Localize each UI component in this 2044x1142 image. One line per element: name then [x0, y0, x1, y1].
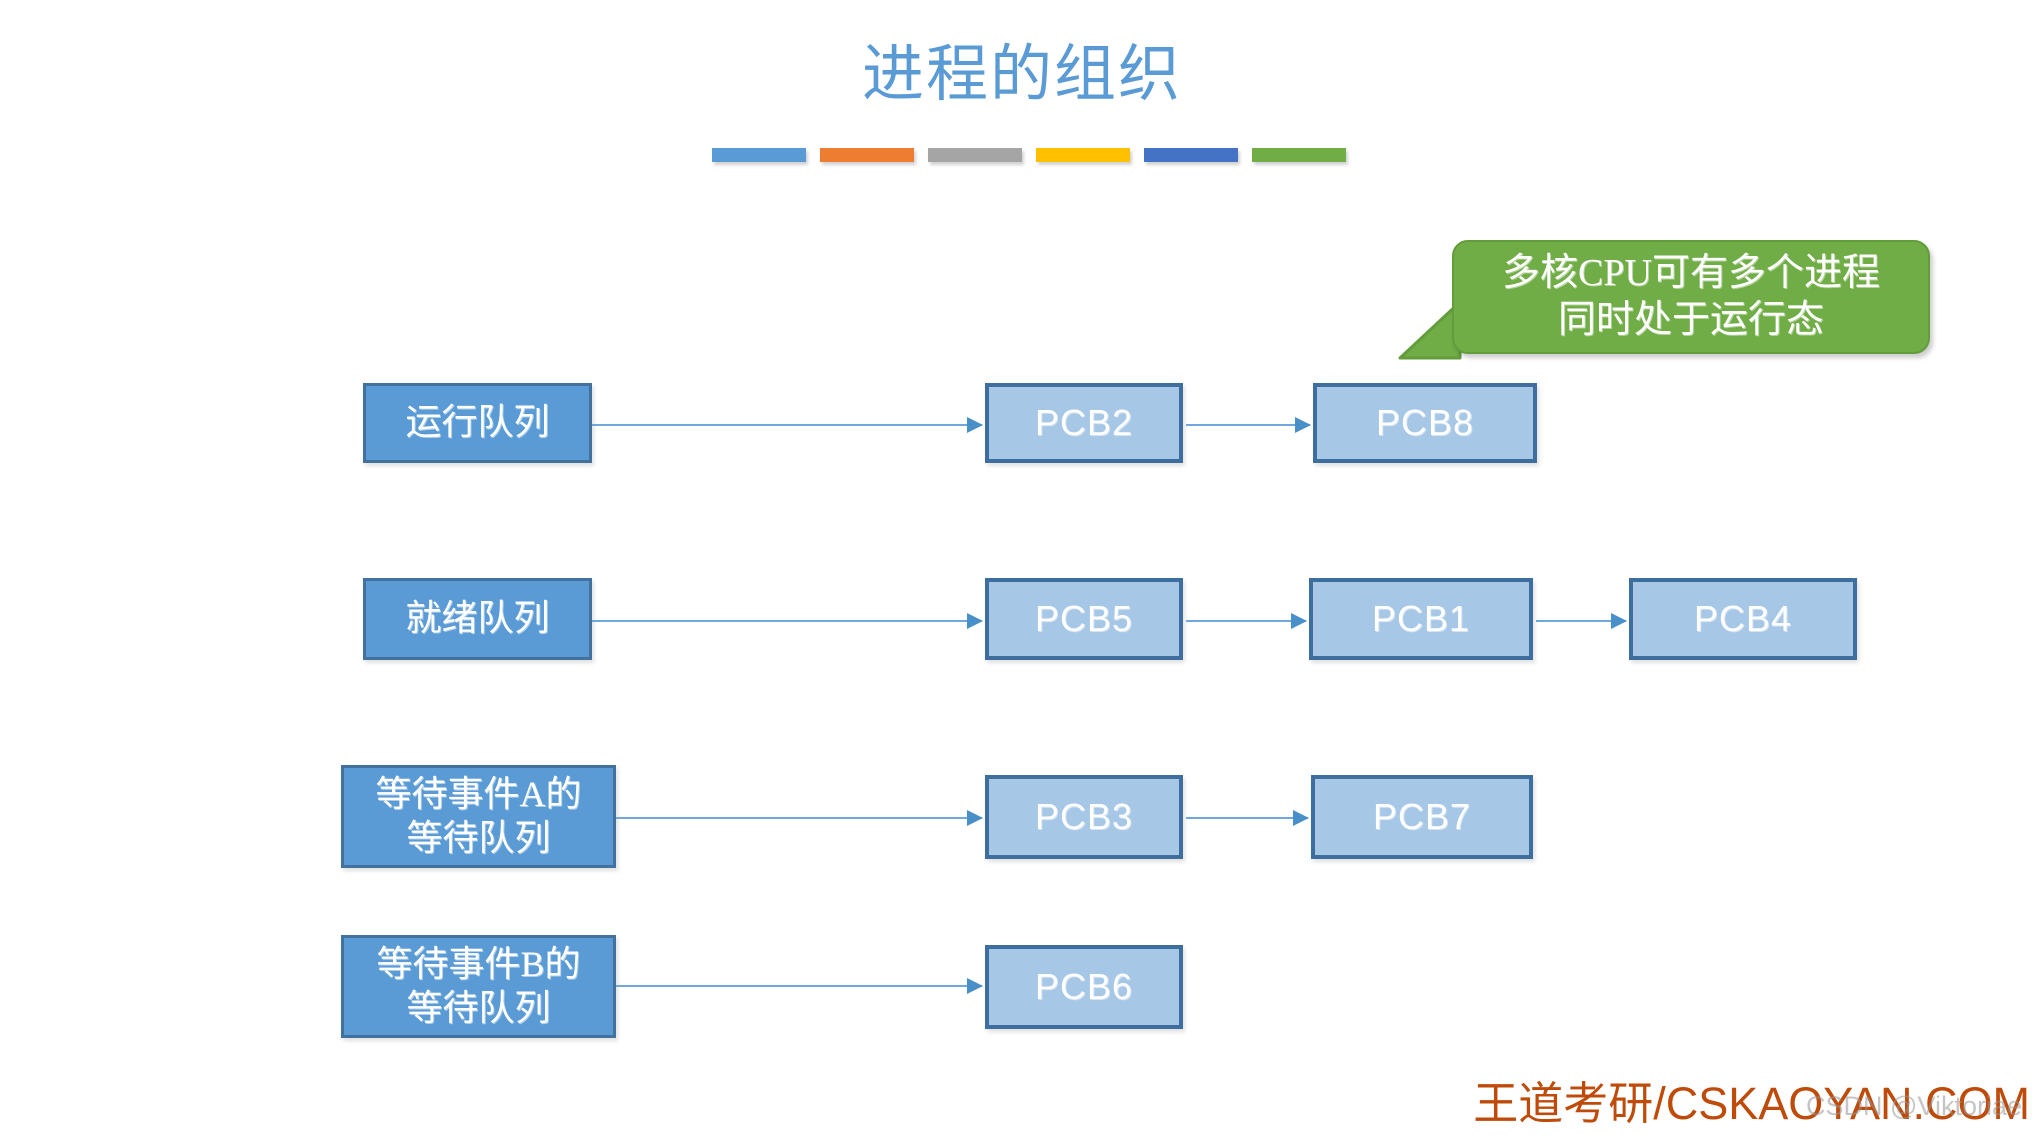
arrow-ready-to-pcb5	[592, 613, 983, 629]
accent-bar	[712, 148, 1346, 162]
pcb-box-pcb7[interactable]: PCB7	[1311, 775, 1533, 859]
accent-segment-orange	[820, 148, 914, 162]
accent-segment-darkblue	[1144, 148, 1238, 162]
accent-segment-yellow	[1036, 148, 1130, 162]
arrow-pcb1-to-pcb4	[1536, 613, 1627, 629]
pcb-box-pcb8[interactable]: PCB8	[1313, 383, 1537, 463]
queue-label-box-running[interactable]: 运行队列	[363, 383, 592, 463]
pcb-label: PCB8	[1375, 402, 1475, 443]
accent-segment-gray	[928, 148, 1022, 162]
accent-segment-blue	[712, 148, 806, 162]
queue-label-text: 等待事件A的 等待队列	[375, 773, 582, 858]
queue-label-box-wait-a[interactable]: 等待事件A的 等待队列	[341, 765, 616, 868]
accent-segment-green	[1252, 148, 1346, 162]
pcb-label: PCB3	[1034, 796, 1134, 837]
pcb-box-pcb4[interactable]: PCB4	[1629, 578, 1857, 660]
pcb-box-pcb5[interactable]: PCB5	[985, 578, 1183, 660]
csdn-watermark: CSDN @Viktoriae	[1806, 1091, 2022, 1121]
arrow-running-to-pcb2	[592, 417, 983, 433]
arrow-pcb5-to-pcb1	[1186, 613, 1307, 629]
arrow-pcb2-to-pcb8	[1186, 417, 1311, 433]
queue-label-text: 运行队列	[405, 402, 550, 443]
callout-bubble: 多核CPU可有多个进程 同时处于运行态	[1452, 240, 1930, 354]
queue-label-text: 等待事件B的 等待队列	[376, 943, 581, 1028]
queue-label-box-ready[interactable]: 就绪队列	[363, 578, 592, 660]
queue-label-box-wait-b[interactable]: 等待事件B的 等待队列	[341, 935, 616, 1038]
pcb-box-pcb3[interactable]: PCB3	[985, 775, 1183, 859]
arrow-wait-b-to-pcb6	[616, 978, 983, 994]
arrow-pcb3-to-pcb7	[1186, 810, 1309, 826]
pcb-box-pcb2[interactable]: PCB2	[985, 383, 1183, 463]
callout-text: 多核CPU可有多个进程 同时处于运行态	[1502, 251, 1880, 342]
pcb-box-pcb1[interactable]: PCB1	[1309, 578, 1533, 660]
pcb-label: PCB6	[1034, 966, 1134, 1007]
brand-watermark: 王道考研/CSKAOYAN.COM	[1473, 1078, 2030, 1129]
pcb-label: PCB5	[1034, 598, 1134, 639]
pcb-box-pcb6[interactable]: PCB6	[985, 945, 1183, 1029]
queue-label-text: 就绪队列	[405, 598, 550, 639]
pcb-label: PCB7	[1372, 796, 1472, 837]
pcb-label: PCB2	[1034, 402, 1134, 443]
page-title: 进程的组织	[861, 41, 1182, 109]
pcb-label: PCB4	[1693, 598, 1793, 639]
pcb-label: PCB1	[1371, 598, 1471, 639]
arrow-wait-a-to-pcb3	[616, 810, 983, 826]
